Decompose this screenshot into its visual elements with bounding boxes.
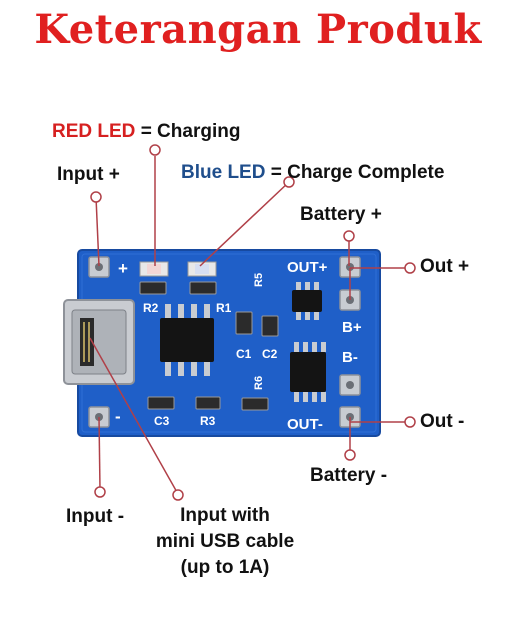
input-minus-label: Input - bbox=[66, 506, 125, 527]
usb-connector bbox=[63, 299, 135, 385]
silk-b-plus: B+ bbox=[342, 319, 362, 336]
silk-c3: C3 bbox=[154, 414, 170, 428]
usb-label-line-3: (up to 1A) bbox=[180, 557, 270, 578]
protection-ic bbox=[292, 282, 322, 320]
red-led-text: RED LED bbox=[52, 121, 136, 142]
out-plus-label: Out + bbox=[420, 256, 470, 277]
out-minus-label: Out - bbox=[420, 411, 465, 432]
blue-led bbox=[187, 261, 217, 277]
battery-minus-label: Battery - bbox=[310, 465, 388, 486]
usb-label-line-2: mini USB cable bbox=[155, 531, 295, 552]
silk-r2: R2 bbox=[143, 301, 159, 315]
resistors bbox=[139, 281, 279, 411]
callout-dots bbox=[90, 144, 416, 501]
page-title: Keterangan Produk bbox=[34, 6, 482, 53]
usb-label-line-1: Input with bbox=[180, 505, 270, 526]
red-led-desc: = Charging bbox=[140, 121, 241, 142]
blue-led-label: Blue LED = Charge Complete bbox=[181, 162, 444, 184]
battery-plus-label: Battery + bbox=[300, 204, 382, 225]
silk-r5: R5 bbox=[253, 273, 265, 287]
charger-ic bbox=[160, 304, 214, 376]
silk-minus: - bbox=[115, 407, 121, 426]
input-plus-label: Input + bbox=[57, 164, 120, 185]
blue-led-text: Blue LED bbox=[181, 162, 266, 183]
callout-lines bbox=[89, 156, 406, 495]
usb-input-label: Input with mini USB cable (up to 1A) bbox=[130, 503, 320, 581]
silk-c2: C2 bbox=[262, 347, 278, 361]
silk-plus: + bbox=[118, 259, 128, 278]
silk-r6: R6 bbox=[253, 376, 265, 390]
red-led bbox=[139, 261, 169, 277]
silk-c1: C1 bbox=[236, 347, 252, 361]
silk-r1: R1 bbox=[216, 301, 232, 315]
blue-led-desc: = Charge Complete bbox=[270, 162, 445, 183]
silk-b-minus: B- bbox=[342, 349, 358, 366]
red-led-label: RED LED = Charging bbox=[52, 121, 240, 143]
silk-out-minus: OUT- bbox=[287, 416, 323, 433]
mosfet-ic bbox=[290, 342, 326, 402]
silk-out-plus: OUT+ bbox=[287, 259, 328, 276]
silk-r3: R3 bbox=[200, 414, 216, 428]
